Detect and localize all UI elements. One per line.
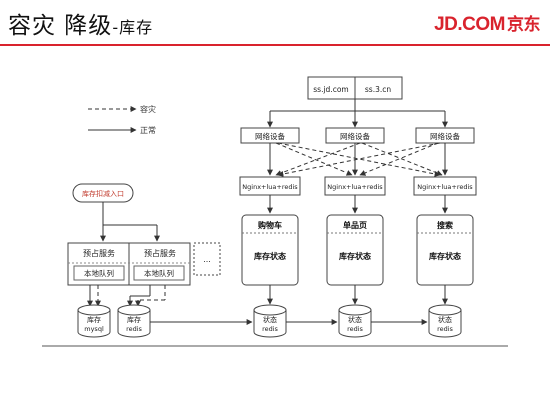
prebooking-group: 预占服务 预占服务 本地队列 本地队列 ... (67, 242, 221, 286)
more-instances-box (193, 242, 221, 276)
cylinder-body (428, 310, 462, 338)
failover-route (275, 142, 361, 176)
nginx-node: Nginx+lua+redis (413, 176, 477, 196)
network-device-label: 网络设备 (340, 131, 370, 141)
domain-label: ss.jd.com (313, 85, 348, 94)
brand-cn: 京东 (507, 15, 541, 35)
store-type: redis (126, 325, 142, 333)
more-instances-label: ... (203, 255, 211, 264)
nginx-to-service (267, 195, 448, 214)
inventory-entry: 库存扣减入口 (72, 183, 134, 203)
service-name: 单品页 (343, 220, 367, 230)
page-title: 容灾 降级-库存 (8, 6, 153, 40)
nginx-node-label: Nginx+lua+redis (327, 183, 383, 191)
legend-solid-label: 正常 (140, 126, 156, 135)
store-type: redis (437, 325, 453, 333)
prebooking-flows (87, 285, 166, 307)
local-queue-label: 本地队列 (84, 268, 114, 278)
nginx-node-label: Nginx+lua+redis (242, 183, 298, 191)
title-sub: -库存 (112, 18, 154, 37)
storage-cylinder: 状态 redis (338, 304, 372, 338)
nginx-node: Nginx+lua+redis (239, 176, 301, 196)
local-queue-box (133, 265, 185, 281)
cylinder-top (117, 304, 151, 316)
domain-box: ss.jd.com ss.3.cn (307, 76, 403, 100)
entry-label: 库存扣减入口 (82, 189, 124, 198)
storage-cylinder: 状态 redis (253, 304, 287, 338)
cylinder-top (253, 304, 287, 316)
local-queue-label: 本地队列 (144, 268, 174, 278)
service-name: 搜索 (437, 220, 453, 230)
network-device: 网络设备 (325, 127, 385, 144)
title-main: 容灾 降级 (8, 13, 113, 39)
cylinder-body (253, 310, 287, 338)
brand-en: JD.COM (434, 14, 505, 35)
cylinder-body (77, 310, 111, 338)
cylinder-body (117, 310, 151, 338)
store-label: 状态 (348, 315, 362, 324)
failover-route (359, 142, 439, 176)
cylinder-body (338, 310, 372, 338)
network-device: 网络设备 (240, 127, 300, 144)
service-box: 搜索 库存状态 (416, 214, 474, 286)
failover-route (361, 142, 443, 176)
store-label: 库存 (127, 315, 141, 324)
network-device-label: 网络设备 (255, 131, 285, 141)
nginx-node: Nginx+lua+redis (324, 176, 386, 196)
store-label: 状态 (263, 315, 277, 324)
store-type: mysql (84, 325, 104, 333)
cylinder-top (77, 304, 111, 316)
service-status: 库存状态 (254, 251, 286, 261)
network-device-label: 网络设备 (430, 131, 460, 141)
legend-dashed-label: 容灾 (140, 104, 156, 114)
service-to-redis (267, 285, 448, 305)
cylinder-top (338, 304, 372, 316)
store-label: 库存 (87, 315, 101, 324)
legend: 容灾 正常 (88, 104, 156, 135)
nginx-node-label: Nginx+lua+redis (417, 183, 473, 191)
routing-lines (267, 142, 448, 177)
store-type: redis (262, 325, 278, 333)
network-device: 网络设备 (415, 127, 475, 144)
service-status: 库存状态 (429, 251, 461, 261)
header-divider (0, 44, 550, 46)
storage-cylinder: 库存 redis (117, 304, 151, 338)
storage-cylinder: 库存 mysql (77, 304, 111, 338)
store-type: redis (347, 325, 363, 333)
prebooking-service-label: 预占服务 (83, 248, 115, 258)
domain-label: ss.3.cn (365, 85, 391, 94)
service-status: 库存状态 (339, 251, 371, 261)
entry-split (100, 202, 160, 242)
local-queue-box (73, 265, 125, 281)
store-label: 状态 (438, 315, 452, 324)
storage-cylinder: 状态 redis (428, 304, 462, 338)
service-box: 单品页 库存状态 (326, 214, 384, 286)
service-name: 购物车 (258, 220, 282, 230)
service-box: 购物车 库存状态 (241, 214, 299, 286)
dispatch-lines (267, 99, 448, 128)
cylinder-top (428, 304, 462, 316)
prebooking-service-label: 预占服务 (144, 248, 176, 258)
